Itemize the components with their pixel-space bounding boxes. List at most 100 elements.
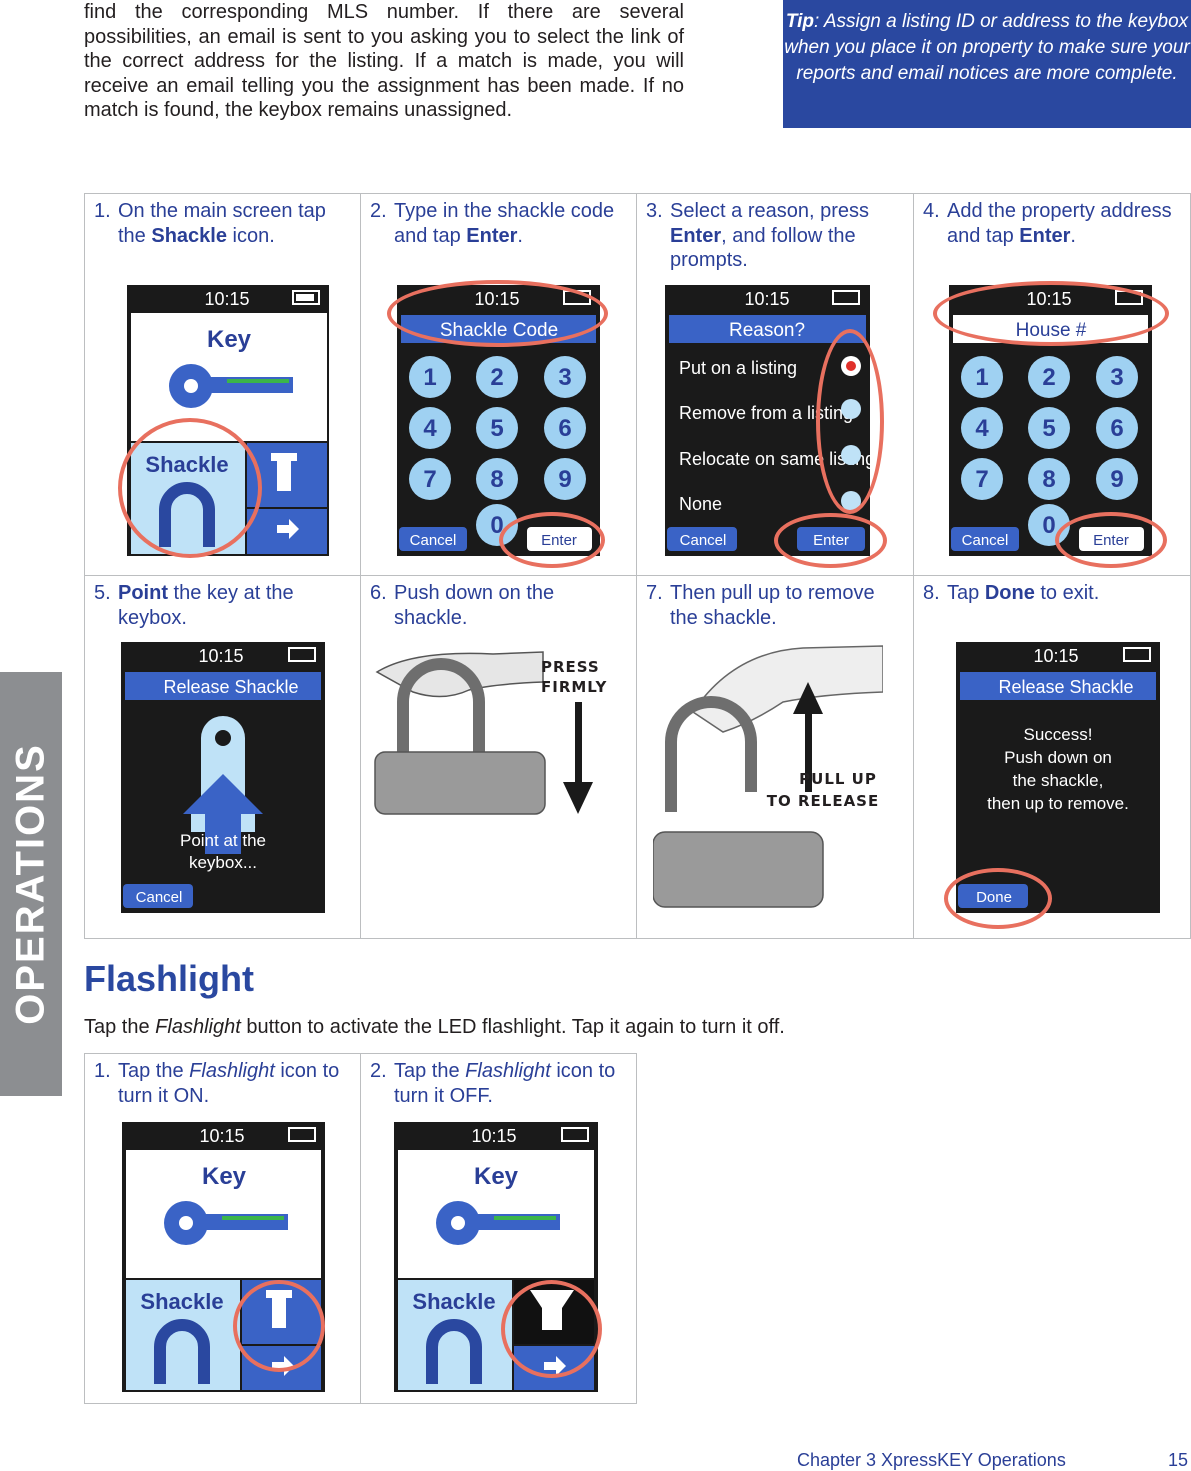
svg-text:1: 1 (423, 364, 436, 391)
step-8-cell: 8.Tap Done to exit. 10:15 Release Shackl… (913, 575, 1191, 939)
step-text: . (1070, 224, 1076, 247)
side-tab: OPERATIONS (0, 672, 62, 1096)
step-number: 4. (923, 200, 940, 222)
step-number: 2. (370, 1060, 387, 1082)
step-text: Then pull up to remove the shackle. (670, 582, 875, 629)
step-5-caption: 5. Point the key at the keybox. (94, 581, 354, 630)
svg-text:9: 9 (558, 466, 571, 493)
step-8-caption: 8.Tap Done to exit. (923, 581, 1184, 606)
step-bold: Done (984, 582, 1035, 604)
step-3-caption: 3. Select a reason, press Enter, and foll… (646, 199, 907, 273)
step-bold: Point (118, 582, 168, 604)
highlight-ring (944, 868, 1052, 929)
shackle-label: Shackle (412, 1289, 495, 1314)
step-7-caption: 7. Then pull up to remove the shackle. (646, 581, 907, 630)
svg-text:1: 1 (975, 364, 988, 391)
step-text: to exit. (1034, 582, 1100, 604)
screen-time: 10:15 (471, 1126, 516, 1146)
desc-text: Tap the (84, 1016, 156, 1038)
svg-text:9: 9 (1110, 466, 1123, 493)
highlight-ring (816, 329, 884, 514)
success-text: Success! (1024, 725, 1093, 744)
highlight-ring (933, 281, 1169, 346)
step-text: icon. (226, 224, 275, 247)
highlight-ring (774, 513, 887, 568)
desc-em: Flashlight (155, 1016, 241, 1038)
svg-text:5: 5 (1042, 415, 1055, 442)
step-em: Flashlight (465, 1060, 551, 1082)
step-text: Type in the shackle code and tap (394, 200, 615, 247)
pull-shackle-photo: PULL UP TO RELEASE (653, 645, 883, 908)
desc-text: button to activate the LED flashlight. T… (240, 1016, 785, 1038)
success-text: the shackle, (1013, 771, 1104, 790)
screen-time: 10:15 (199, 1126, 244, 1146)
step-bold: Enter (670, 224, 722, 247)
step-number: 2. (370, 200, 387, 222)
flashlight-heading: Flashlight (84, 958, 254, 999)
side-tab-label: OPERATIONS (8, 743, 53, 1025)
key-label: Key (207, 326, 252, 353)
step-number: 3. (646, 200, 663, 222)
step-3-cell: 3. Select a reason, press Enter, and foll… (636, 193, 914, 576)
intro-paragraph: find the corresponding MLS number. If th… (84, 1, 684, 122)
svg-text:7: 7 (975, 466, 988, 493)
step-1-caption: 1.On the main screen tap the Shackle ico… (94, 199, 354, 248)
flashlight-description: Tap the Flashlight button to activate th… (84, 1016, 785, 1039)
step-number: 5. (94, 582, 111, 604)
step-5-cell: 5.Point the key at the keybox. 10:15 Rel… (84, 575, 361, 939)
release-title: Release Shackle (163, 677, 298, 697)
highlight-ring (233, 1280, 325, 1372)
success-text: then up to remove. (987, 794, 1129, 813)
step-bold: Enter (466, 224, 518, 247)
step-text: Select a reason, press (670, 200, 869, 222)
step-text: the key at the keybox. (118, 582, 294, 629)
step-text: Add the property address and tap (947, 200, 1172, 247)
cancel-button: Cancel (410, 532, 457, 549)
success-text: Push down on (1004, 748, 1112, 767)
flashlight-step-1-caption: 1.Tap the Flashlight icon to turn it ON. (94, 1059, 354, 1108)
step-bold: Enter (1019, 224, 1071, 247)
tip-text: : Assign a listing ID or address to the … (784, 11, 1190, 84)
pull-label: TO RELEASE (767, 792, 879, 810)
step-6-caption: 6. Push down on the shackle. (370, 581, 630, 630)
svg-text:0: 0 (1042, 512, 1055, 539)
cancel-button: Cancel (680, 532, 727, 549)
step-2-caption: 2. Type in the shackle code and tap Enter… (370, 199, 630, 248)
step-number: 7. (646, 582, 663, 604)
shackle-label: Shackle (140, 1289, 223, 1314)
highlight-ring (1055, 512, 1167, 568)
svg-text:3: 3 (558, 364, 571, 391)
step-text: Tap the (118, 1060, 190, 1082)
screen-time: 10:15 (744, 289, 789, 309)
step-1-cell: 1.On the main screen tap the Shackle ico… (84, 193, 361, 576)
press-label: PRESS (541, 658, 600, 676)
step-text: . (517, 224, 523, 247)
svg-text:6: 6 (558, 415, 571, 442)
flashlight-step-1-cell: 1.Tap the Flashlight icon to turn it ON.… (84, 1053, 361, 1404)
step-number: 1. (94, 200, 111, 222)
svg-text:3: 3 (1110, 364, 1123, 391)
svg-text:4: 4 (423, 415, 437, 442)
step-text: , and follow the prompts. (670, 224, 856, 272)
key-label: Key (474, 1163, 519, 1190)
flashlight-step-2-cell: 2.Tap the Flashlight icon to turn it OFF… (360, 1053, 637, 1404)
step-2-cell: 2. Type in the shackle code and tap Enter… (360, 193, 637, 576)
step-text: Push down on the shackle. (394, 582, 555, 629)
highlight-ring (499, 512, 605, 568)
step-6-cell: 6.Push down on the shackle. PRESS FIRMLY (360, 575, 637, 939)
step-4-caption: 4. Add the property address and tap Enter… (923, 199, 1184, 248)
point-text: Point at the (180, 831, 266, 850)
svg-text:8: 8 (490, 466, 503, 493)
tip-box: Tip: Assign a listing ID or address to t… (783, 0, 1191, 128)
point-text: keybox... (189, 853, 257, 872)
highlight-ring (118, 418, 262, 558)
step-number: 6. (370, 582, 387, 604)
screen-time: 10:15 (1033, 646, 1078, 666)
step-text: icon to turn it ON. (118, 1060, 340, 1107)
reason-option: Put on a listing (679, 358, 797, 378)
step-number: 1. (94, 1060, 111, 1082)
cancel-button: Cancel (962, 532, 1009, 549)
step-7-cell: 7. Then pull up to remove the shackle. PU… (636, 575, 914, 939)
footer-chapter: Chapter 3 XpressKEY Operations (797, 1450, 1066, 1470)
svg-text:7: 7 (423, 466, 436, 493)
